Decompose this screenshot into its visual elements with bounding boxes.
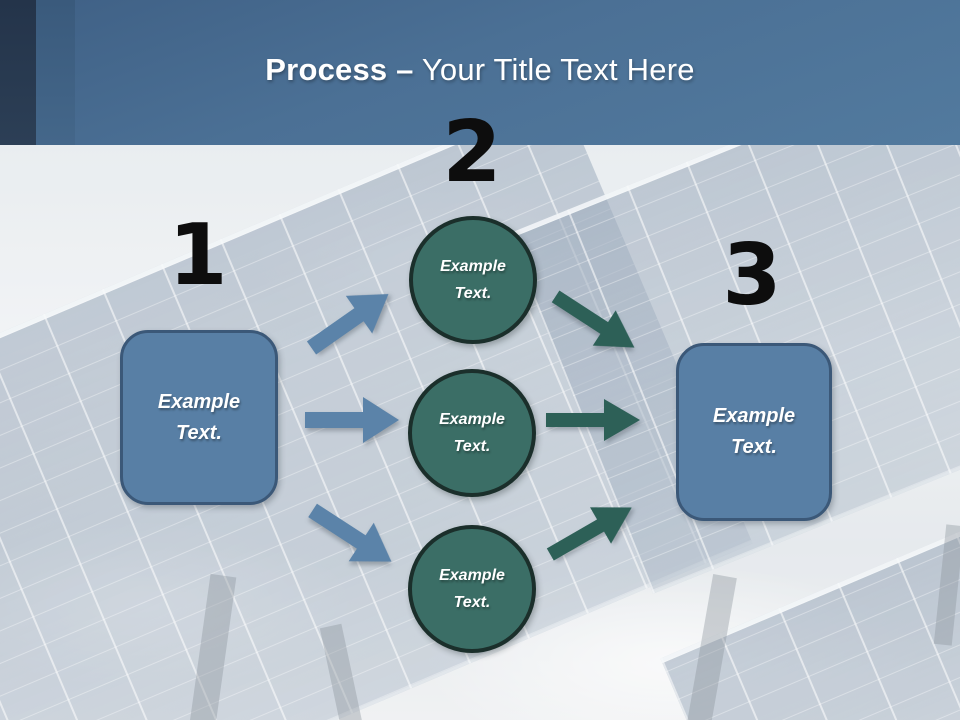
circle-label: Example Text. [439,411,505,455]
arrow-circle-3-to-end-icon [546,507,632,561]
panel-support-post [687,574,737,720]
process-start-box: Example Text. [120,330,278,505]
process-circle-2: Example Text. [408,369,536,497]
arrow-start-to-circle-2-icon [305,397,399,443]
accent-strip-mid [36,0,75,145]
title-emphasis: Process – [265,52,414,87]
step-number-1: 1 [168,206,228,305]
panel-support-post [933,524,960,646]
box-label: Example Text. [712,405,796,458]
circle-label: Example Text. [439,567,505,611]
arrow-circle-1-to-end-icon [551,290,635,348]
panel-support-post [189,573,237,720]
process-end-box: Example Text. [676,343,832,521]
box-label: Example Text. [157,390,241,444]
arrow-circle-2-to-end-icon [546,399,640,441]
arrow-start-to-circle-1-icon [306,294,389,355]
solar-panel-array-corner [660,494,960,720]
process-circle-1: Example Text. [409,216,537,344]
step-number-3: 3 [722,226,782,325]
slide-title: Process – Your Title Text Here [0,52,960,88]
panel-support-post [319,623,363,720]
title-bar: Process – Your Title Text Here [0,0,960,145]
arrow-start-to-circle-3-icon [308,503,392,562]
accent-strip-dark [0,0,36,145]
step-number-2: 2 [442,103,502,202]
title-rest: Your Title Text Here [421,52,695,87]
circle-label: Example Text. [440,258,506,302]
process-circle-3: Example Text. [408,525,536,653]
